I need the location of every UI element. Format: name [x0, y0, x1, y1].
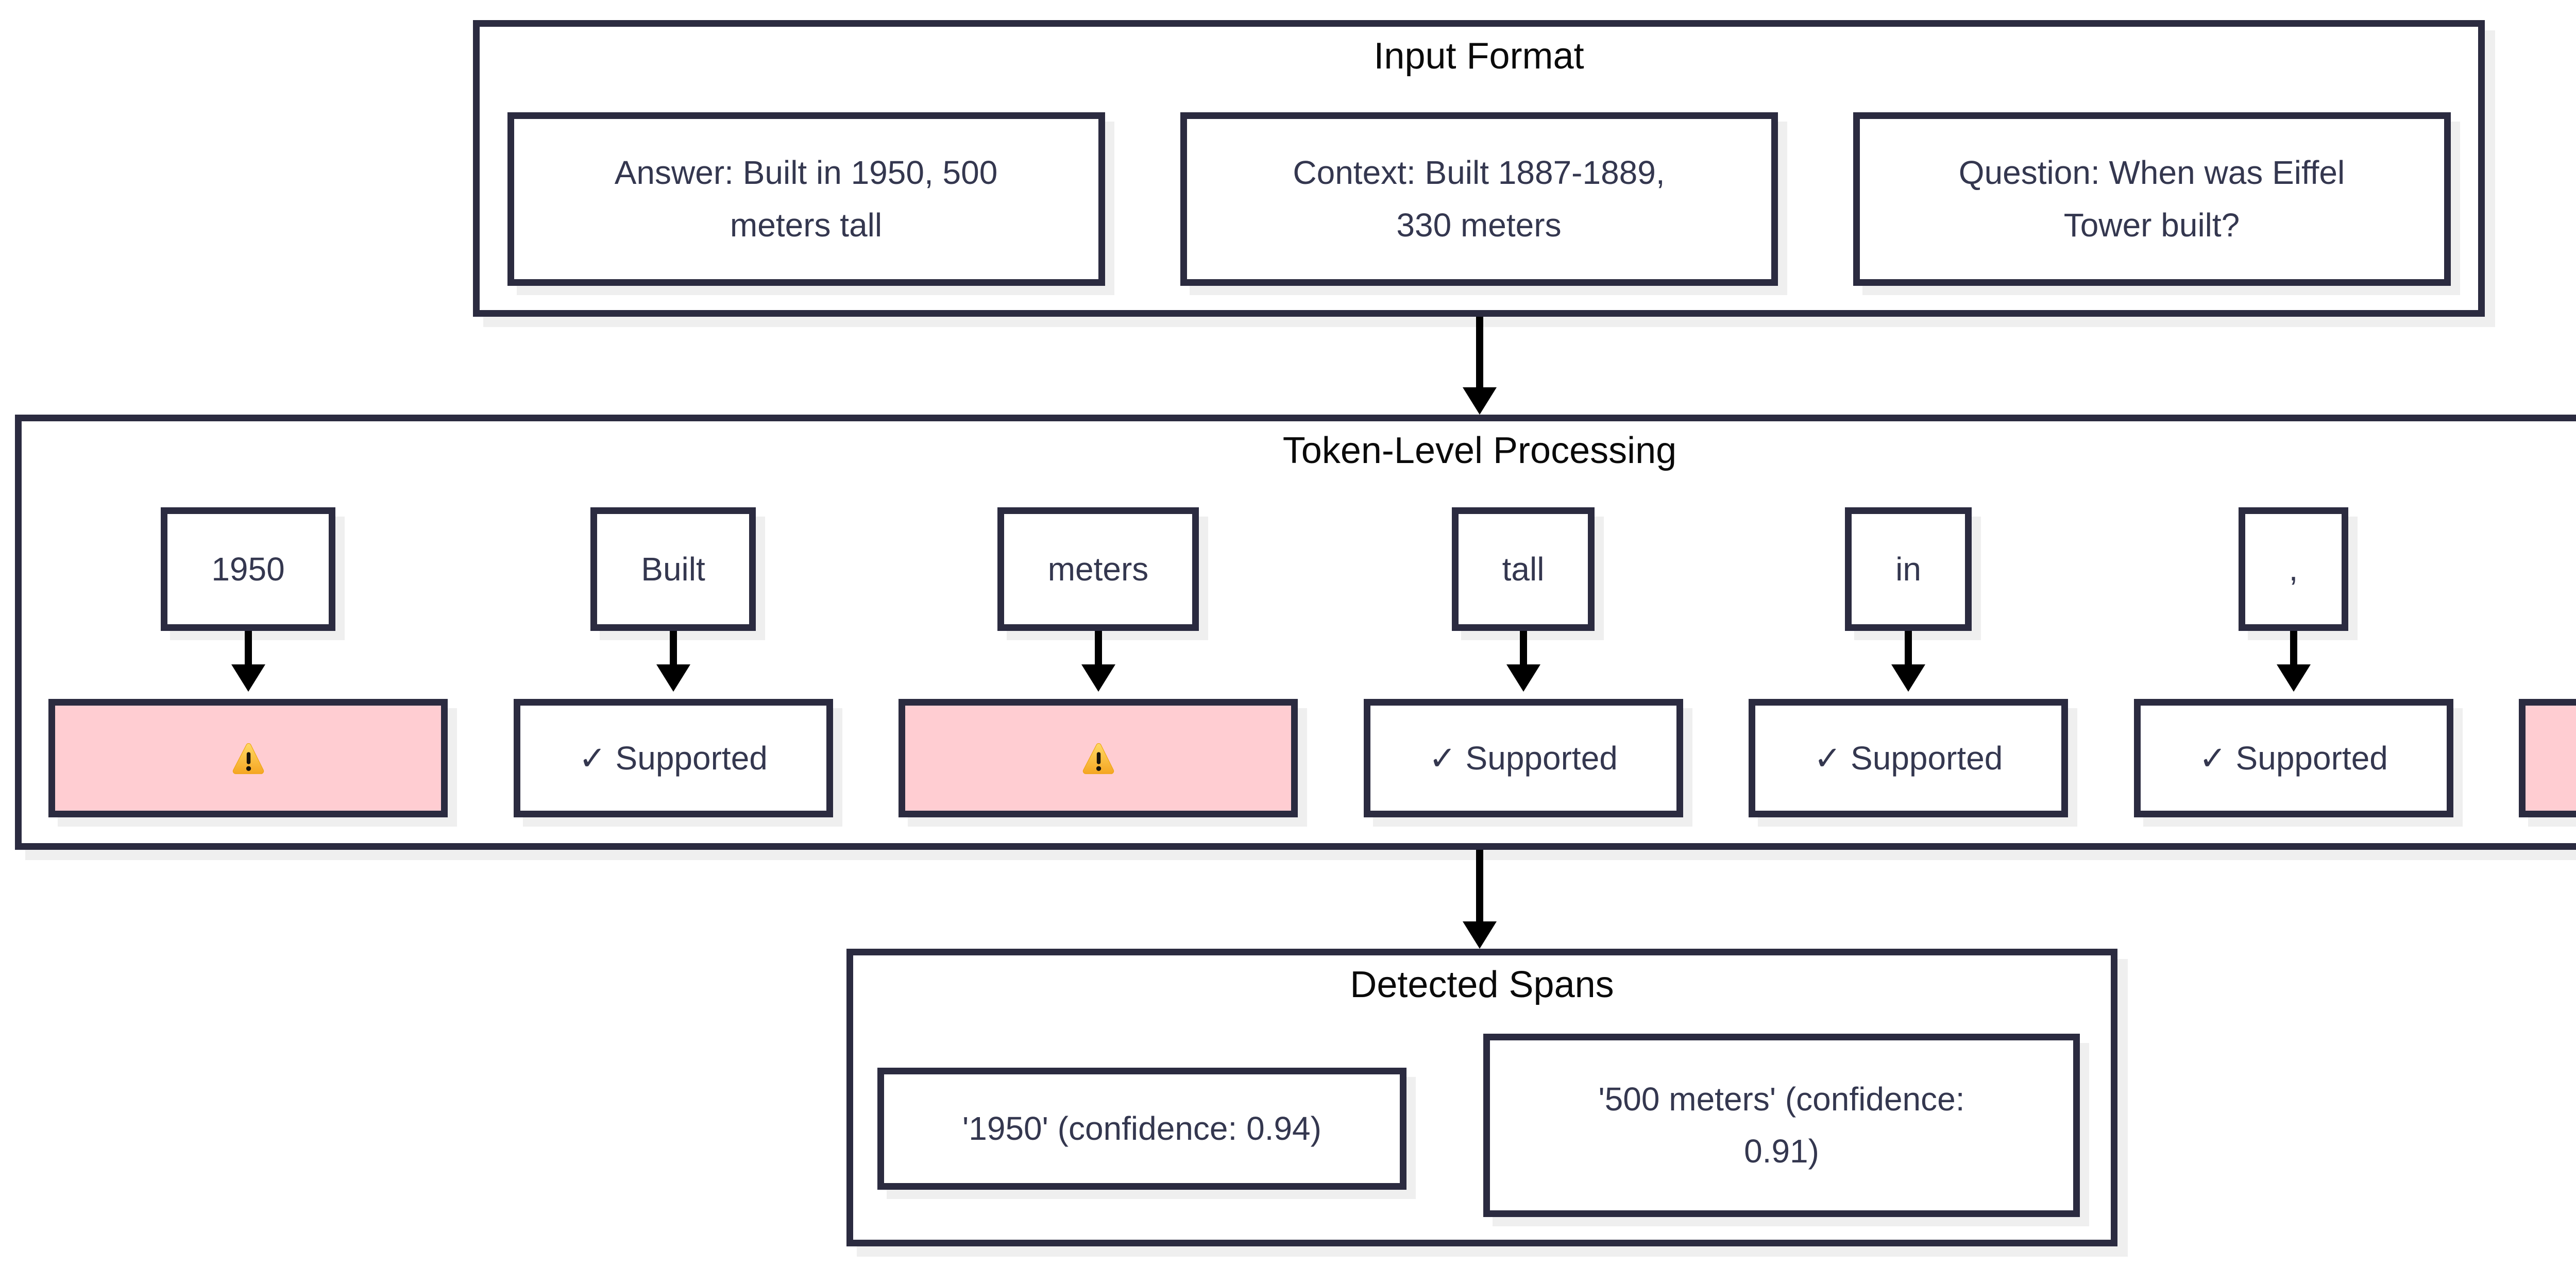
token-processing-title: Token-Level Processing	[1282, 430, 1677, 471]
arrow-token-to-status	[1506, 631, 1540, 692]
arrow-head-icon	[656, 664, 690, 692]
text-line: Question: When was Eiffel	[1958, 154, 2345, 192]
token-status-box	[48, 699, 448, 817]
arrow-head-icon	[2276, 664, 2311, 692]
text-line: '500 meters' (confidence:	[1598, 1080, 1965, 1118]
token-box: 1950	[161, 507, 335, 631]
arrow-token-to-status	[656, 631, 690, 692]
token-box: ,	[2238, 507, 2349, 631]
warning-triangle-icon	[232, 743, 264, 774]
token-columns-row: 1950 Built ✓ Supported meters	[48, 507, 2576, 817]
token-status-box: ✓ Supported	[513, 699, 833, 817]
token-column: in ✓ Supported	[1749, 507, 2068, 817]
text-line: Tower built?	[2063, 206, 2240, 244]
arrow-shaft	[244, 631, 252, 664]
token-column: tall ✓ Supported	[1363, 507, 1683, 817]
token-column: 1950	[48, 507, 448, 817]
input-boxes-row: Answer: Built in 1950, 500 meters tall Co…	[480, 112, 2478, 286]
token-box: in	[1845, 507, 1972, 631]
context-box: Context: Built 1887-1889, 330 meters	[1180, 112, 1778, 286]
token-column: Built ✓ Supported	[513, 507, 833, 817]
arrow-shaft	[1905, 631, 1912, 664]
arrow-shaft	[1476, 317, 1483, 387]
arrow-head-icon	[1463, 387, 1497, 415]
text-line: 0.91)	[1744, 1133, 1819, 1170]
arrow-token-to-status	[1891, 631, 1925, 692]
warning-triangle-icon	[1082, 743, 1114, 774]
arrow-head-icon	[231, 664, 265, 692]
arrow-input-to-tokens	[1463, 317, 1497, 415]
token-column: , ✓ Supported	[2133, 507, 2453, 817]
token-box: Built	[590, 507, 756, 631]
input-format-title: Input Format	[1374, 36, 1584, 77]
arrow-shaft	[2290, 631, 2297, 664]
detected-span-text: '500 meters' (confidence: 0.91)	[1598, 1073, 1964, 1177]
arrow-head-icon	[1506, 664, 1540, 692]
arrow-head-icon	[1081, 664, 1115, 692]
arrow-token-to-status	[1081, 631, 1115, 692]
arrow-shaft	[1519, 631, 1527, 664]
arrow-token-to-status	[2276, 631, 2311, 692]
token-status-box: ✓ Supported	[1749, 699, 2068, 817]
detected-span-box: '1950' (confidence: 0.94)	[877, 1068, 1406, 1190]
input-format-section: Input Format Answer: Built in 1950, 500 m…	[473, 20, 2485, 317]
arrow-shaft	[669, 631, 677, 664]
token-column: meters	[899, 507, 1298, 817]
token-status-box	[899, 699, 1298, 817]
arrow-head-icon	[1463, 921, 1497, 949]
detected-span-text: '1950' (confidence: 0.94)	[962, 1103, 1321, 1155]
arrow-shaft	[1094, 631, 1102, 664]
token-box: meters	[997, 507, 1199, 631]
token-status-box: ✓ Supported	[2133, 699, 2453, 817]
text-line: '1950' (confidence: 0.94)	[962, 1109, 1321, 1147]
detected-span-box: '500 meters' (confidence: 0.91)	[1483, 1034, 2080, 1217]
arrow-token-to-status	[231, 631, 265, 692]
detected-spans-section: Detected Spans '1950' (confidence: 0.94)…	[846, 949, 2117, 1246]
input-box-text: Answer: Built in 1950, 500 meters tall	[615, 147, 998, 251]
arrow-head-icon	[1891, 664, 1925, 692]
token-column: 500	[2519, 507, 2576, 817]
token-box: tall	[1451, 507, 1595, 631]
arrow-tokens-to-spans	[1463, 850, 1497, 949]
text-line: 330 meters	[1396, 206, 1562, 244]
answer-box: Answer: Built in 1950, 500 meters tall	[507, 112, 1105, 286]
text-line: Answer: Built in 1950, 500	[614, 154, 998, 192]
input-box-text: Context: Built 1887-1889, 330 meters	[1293, 147, 1665, 251]
text-line: Context: Built 1887-1889,	[1293, 154, 1665, 192]
arrow-shaft	[1476, 850, 1483, 921]
token-processing-section: Token-Level Processing 1950 Built ✓ Supp…	[15, 415, 2576, 850]
token-status-box: ✓ Supported	[1363, 699, 1683, 817]
detected-spans-title: Detected Spans	[1350, 964, 1614, 1005]
token-status-box	[2519, 699, 2576, 817]
text-line: meters tall	[730, 206, 883, 244]
